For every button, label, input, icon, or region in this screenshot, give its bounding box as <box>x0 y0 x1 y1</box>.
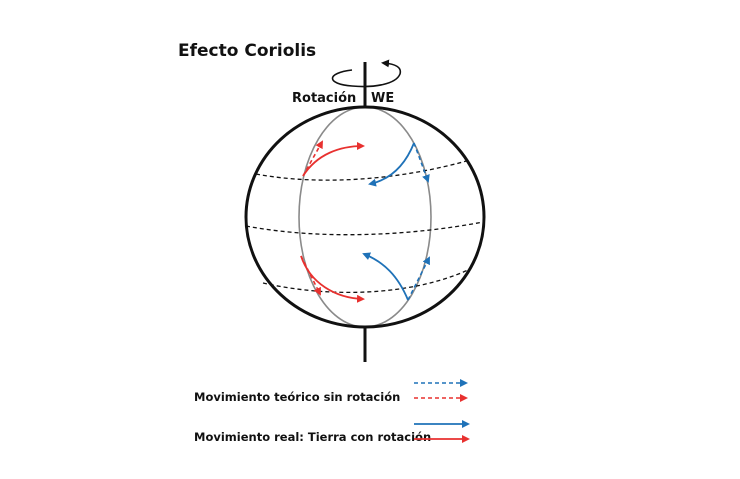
blue-real-north-arrow <box>368 142 415 187</box>
latitude-north <box>255 159 471 181</box>
meridian-ellipse <box>298 106 432 328</box>
globe-outline <box>244 105 486 329</box>
direction-label: WE <box>371 91 394 106</box>
legend-label-real: Movimiento real: Tierra con rotación <box>194 430 431 444</box>
legend-label-theoretical: Movimiento teórico sin rotación <box>194 390 400 404</box>
diagram-title: Efecto Coriolis <box>178 41 316 61</box>
rotation-arrow <box>331 59 402 88</box>
red-real-south-arrow <box>300 255 365 303</box>
equator-line <box>245 221 484 236</box>
rotation-label: Rotación <box>292 91 356 106</box>
blue-real-south-arrow <box>362 252 409 301</box>
red-real-north-arrow <box>302 142 365 177</box>
latitude-south <box>262 269 469 294</box>
blue-theoretical-south-arrow <box>407 256 430 301</box>
